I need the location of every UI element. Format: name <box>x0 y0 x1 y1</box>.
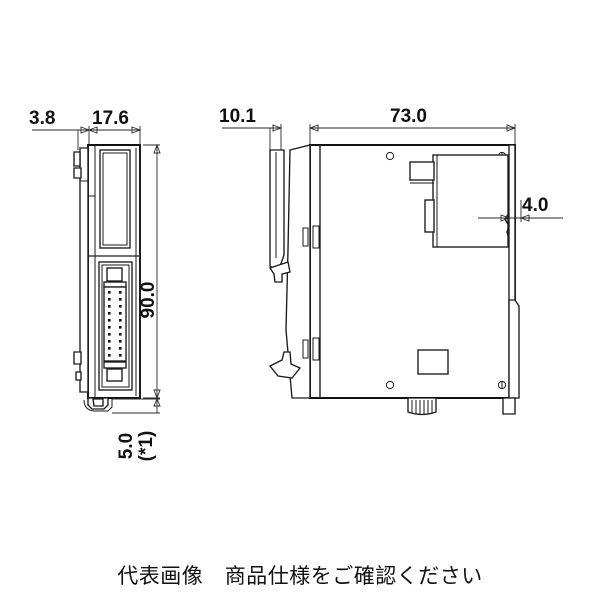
right-indicator-window <box>417 349 449 375</box>
left-display-window <box>99 149 131 249</box>
left-connector-top-rail <box>103 281 127 288</box>
right-bottom-foot <box>502 397 516 415</box>
screw-hole-top-left <box>385 151 395 161</box>
left-lower-latch <box>73 351 82 365</box>
right-upper-clip <box>268 261 291 283</box>
vent-slot-lower-b <box>312 337 320 361</box>
note-1-label: (*1) <box>136 431 157 462</box>
left-upper-latch-hook <box>73 167 82 179</box>
left-bottom-foot-inner <box>92 398 104 407</box>
right-view-group: 10.1 73.0 <box>219 106 563 416</box>
right-cable-hood <box>269 149 285 274</box>
left-connector-top-ejector <box>106 267 123 282</box>
vent-slot-upper-a <box>302 227 309 247</box>
left-lower-latch-2 <box>75 371 82 381</box>
dim-17-6-line <box>87 126 142 134</box>
right-connector-tab-upper <box>409 161 435 181</box>
image-caption: 代表画像 商品仕様をご確認ください <box>117 564 483 588</box>
right-lower-clip <box>268 351 302 379</box>
dim-4-0-line <box>478 200 563 222</box>
left-shoulder <box>79 147 89 393</box>
dim-90-0-line <box>143 143 161 400</box>
dim-90-0-label: 90.0 <box>138 282 159 319</box>
dim-10-1-line <box>222 124 283 132</box>
dim-73-0-line <box>308 124 517 132</box>
right-front-face <box>285 144 311 399</box>
knurled-knob <box>407 397 437 416</box>
left-connector-pin-matrix <box>108 291 122 357</box>
dim-17-6-label: 17.6 <box>92 108 129 129</box>
dim-3-8-line <box>32 126 91 134</box>
dim-3-8-label: 3.8 <box>29 108 55 129</box>
right-connector-tab-lower <box>424 199 435 233</box>
vent-slot-lower-a <box>302 339 309 359</box>
left-bottom-foot-arc <box>83 399 113 412</box>
left-display-window-inner <box>102 152 128 246</box>
dim-4-0-label: 4.0 <box>522 195 548 216</box>
dim-5-0-line <box>112 397 161 414</box>
dim-5-0-label: 5.0 <box>116 433 137 459</box>
dim-73-0-label: 73.0 <box>390 106 427 127</box>
left-connector-recess-inner <box>101 264 130 388</box>
left-connector-pin-body <box>103 286 127 362</box>
left-connector-bottom-ejector <box>106 368 123 382</box>
dim-10-1-label: 10.1 <box>219 106 256 127</box>
left-view-group: 3.8 17.6 <box>29 108 161 462</box>
vent-slot-upper-b <box>312 225 320 249</box>
right-connector-block <box>432 154 509 248</box>
right-rail-step <box>508 299 520 399</box>
screw-hole-bottom-left <box>385 380 395 390</box>
left-connector-bottom-rail <box>103 361 127 369</box>
left-upper-latch <box>73 151 81 167</box>
